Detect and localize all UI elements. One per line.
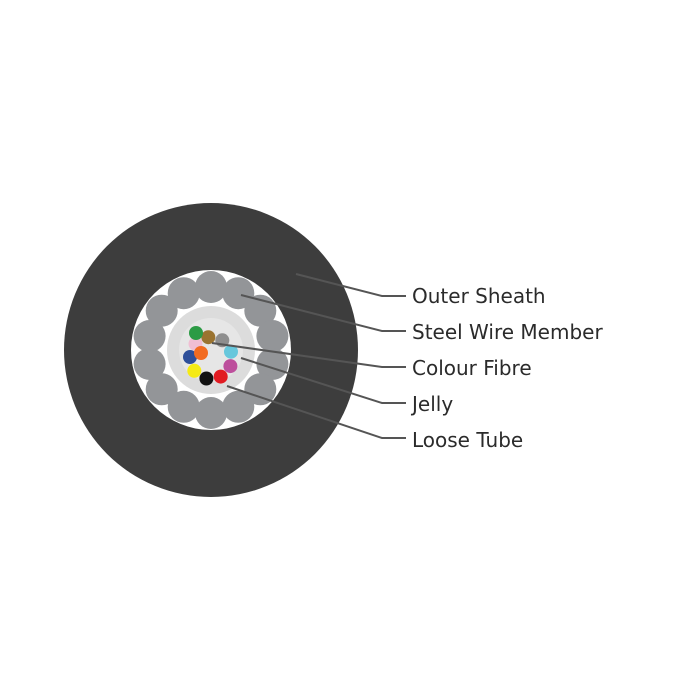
steel-wire (222, 277, 255, 310)
leader-outer-sheath (295, 273, 406, 297)
label-loose-tube: Loose Tube (412, 428, 523, 452)
steel-wire (222, 390, 255, 423)
steel-wire (145, 294, 178, 327)
label-outer-sheath: Outer Sheath (412, 284, 546, 308)
steel-wire (167, 390, 200, 423)
colour-fibre (201, 330, 216, 345)
label-steel-wire-member: Steel Wire Member (412, 320, 603, 344)
colour-fibre (183, 350, 197, 364)
steel-wire (195, 271, 227, 303)
colour-fibre (213, 369, 228, 384)
leader-colour-fibre (211, 342, 406, 368)
colour-fibres (183, 326, 238, 386)
leader-loose-tube (226, 385, 406, 439)
steel-wire (167, 277, 200, 310)
colour-fibre (223, 359, 238, 374)
colour-fibre (199, 371, 214, 386)
steel-wire (256, 320, 289, 352)
steel-wire (133, 320, 166, 352)
colour-fibre (189, 326, 203, 340)
leader-steel-wire-member (240, 294, 406, 332)
label-colour-fibre: Colour Fibre (412, 356, 532, 380)
steel-wire-members (133, 271, 289, 429)
leader-lines (211, 273, 406, 439)
colour-fibre (194, 346, 208, 360)
steel-wire (244, 373, 277, 406)
colour-fibre (224, 344, 238, 359)
steel-wire (133, 348, 166, 380)
colour-fibre (187, 363, 202, 378)
steel-wire (145, 373, 178, 406)
leader-jelly (240, 357, 406, 404)
label-jelly: Jelly (410, 392, 453, 416)
steel-wire (195, 397, 227, 429)
steel-wire (256, 348, 289, 380)
